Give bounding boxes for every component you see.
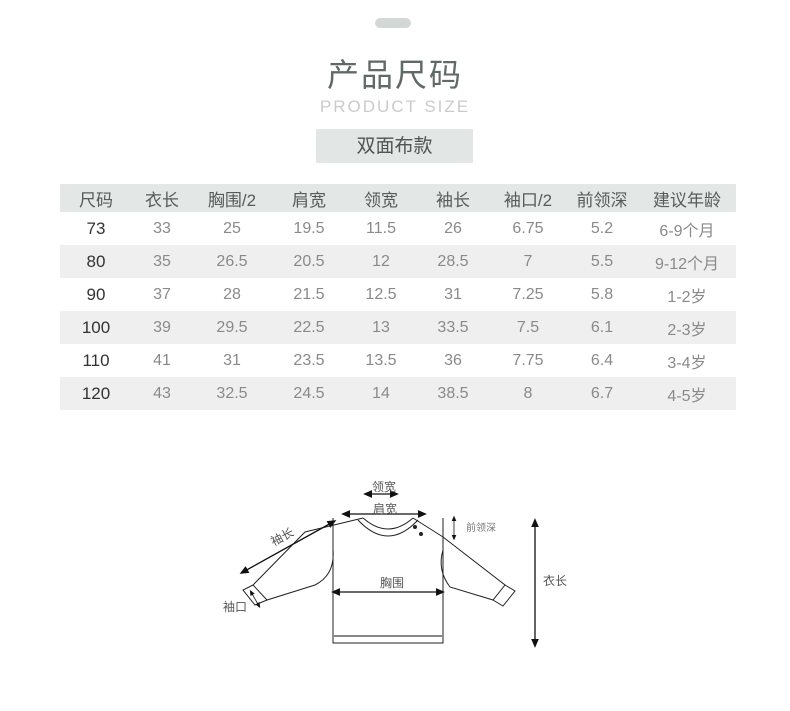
cell: 28.5 <box>416 245 490 278</box>
cell: 25 <box>223 219 241 237</box>
cell: 73 <box>86 218 106 238</box>
cell: 36 <box>444 351 462 369</box>
cell: 41 <box>153 351 171 369</box>
cell: 13.5 <box>365 351 397 369</box>
cell: 38.5 <box>416 377 490 410</box>
cell: 7.25 <box>512 285 544 303</box>
page-title: 产品尺码 <box>326 56 463 94</box>
table-row: 110 41 31 23.5 13.5 36 7.75 6.4 3-4岁 <box>60 344 736 377</box>
cell: 20.5 <box>272 245 346 278</box>
col-header: 建议年龄 <box>638 184 736 212</box>
cell: 3-4岁 <box>667 354 707 372</box>
cell: 7 <box>490 245 566 278</box>
cell: 24.5 <box>272 377 346 410</box>
cell: 100 <box>60 311 132 344</box>
body-length-label: 衣长 <box>543 574 568 588</box>
cell: 80 <box>60 245 132 278</box>
cell: 29.5 <box>192 311 272 344</box>
col-header: 尺码 <box>60 184 132 212</box>
cell: 110 <box>82 350 110 370</box>
cell: 1-2岁 <box>667 288 707 306</box>
cell: 6.1 <box>566 311 638 344</box>
cell: 7.5 <box>490 311 566 344</box>
chest-label: 胸围 <box>380 576 405 590</box>
cell: 8 <box>490 377 566 410</box>
table-header-row: 尺码 衣长 胸围/2 肩宽 领宽 袖长 袖口/2 前领深 建议年龄 <box>60 184 736 212</box>
cell: 26 <box>444 219 462 237</box>
shoulder-width-label: 肩宽 <box>373 502 398 516</box>
cell: 28 <box>223 285 241 303</box>
col-header: 前领深 <box>566 184 638 212</box>
cell: 6.7 <box>566 377 638 410</box>
cuff-label: 袖口 <box>223 600 248 614</box>
cell: 6-9个月 <box>659 222 715 240</box>
cell: 90 <box>86 284 106 304</box>
cell: 6.75 <box>512 219 544 237</box>
sweatshirt-outline-icon <box>239 490 539 648</box>
cell: 31 <box>223 351 241 369</box>
cell: 4-5岁 <box>638 377 736 410</box>
size-table: 尺码 衣长 胸围/2 肩宽 领宽 袖长 袖口/2 前领深 建议年龄 73 33 … <box>60 184 736 410</box>
cell: 32.5 <box>192 377 272 410</box>
cell: 5.5 <box>566 245 638 278</box>
table-row: 100 39 29.5 22.5 13 33.5 7.5 6.1 2-3岁 <box>60 311 736 344</box>
col-header: 袖长 <box>416 184 490 212</box>
decorative-pill <box>375 18 411 28</box>
collar-width-label: 领宽 <box>372 480 397 494</box>
cell: 22.5 <box>272 311 346 344</box>
cell: 14 <box>346 377 416 410</box>
cell: 23.5 <box>293 351 325 369</box>
col-header: 袖口/2 <box>490 184 566 212</box>
page-subtitle: PRODUCT SIZE <box>319 97 471 116</box>
cell: 37 <box>153 285 171 303</box>
cell: 120 <box>60 377 132 410</box>
table-row: 80 35 26.5 20.5 12 28.5 7 5.5 9-12个月 <box>60 245 736 278</box>
cell: 6.4 <box>590 351 614 369</box>
cell: 5.8 <box>590 285 614 303</box>
front-neck-depth-label: 前领深 <box>466 523 496 534</box>
col-header: 领宽 <box>346 184 416 212</box>
cell: 26.5 <box>192 245 272 278</box>
cell: 12.5 <box>365 285 397 303</box>
cell: 21.5 <box>293 285 325 303</box>
cell: 43 <box>132 377 192 410</box>
cell: 19.5 <box>293 219 325 237</box>
col-header: 肩宽 <box>272 184 346 212</box>
cell: 31 <box>444 285 462 303</box>
col-header: 胸围/2 <box>192 184 272 212</box>
table-row: 90 37 28 21.5 12.5 31 7.25 5.8 1-2岁 <box>60 278 736 311</box>
fabric-style-tag: 双面布款 <box>316 129 473 163</box>
table-row: 73 33 25 19.5 11.5 26 6.75 5.2 6-9个月 <box>60 212 736 245</box>
cell: 35 <box>132 245 192 278</box>
cell: 9-12个月 <box>638 245 736 278</box>
cell: 12 <box>346 245 416 278</box>
cell: 33 <box>153 219 171 237</box>
cell: 2-3岁 <box>638 311 736 344</box>
table-row: 120 43 32.5 24.5 14 38.5 8 6.7 4-5岁 <box>60 377 736 410</box>
cell: 13 <box>346 311 416 344</box>
cell: 39 <box>132 311 192 344</box>
cell: 7.75 <box>512 351 544 369</box>
garment-measurement-diagram: 领宽 肩宽 袖长 前领深 胸围 袖口 衣长 <box>215 470 595 660</box>
cell: 5.2 <box>590 219 614 237</box>
cell: 11.5 <box>366 219 396 237</box>
cell: 33.5 <box>416 311 490 344</box>
col-header: 衣长 <box>132 184 192 212</box>
